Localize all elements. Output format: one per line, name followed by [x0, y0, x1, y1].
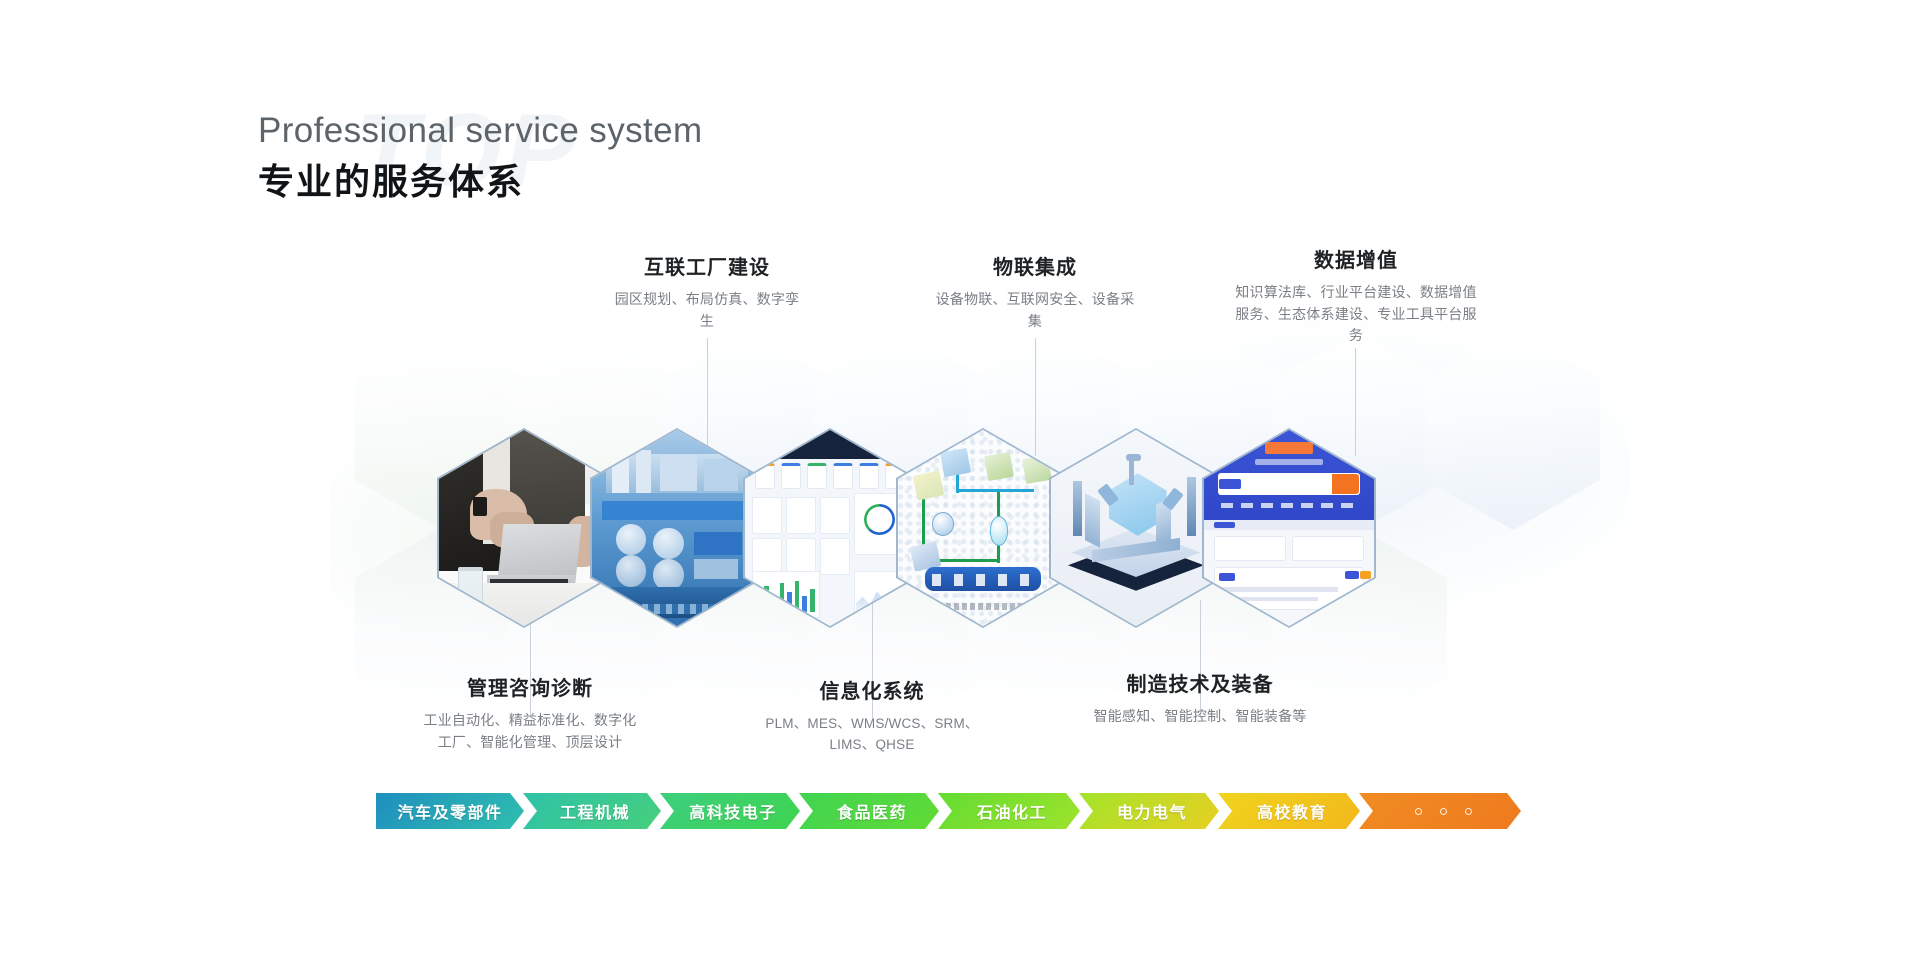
ribbon-segment-more[interactable]	[1359, 793, 1521, 829]
label-top-3-title: 数据增值	[1314, 250, 1398, 272]
ribbon-segment-5-label: 石油化工	[976, 805, 1047, 822]
hexagon-knowledge-base-portal[interactable]	[1204, 430, 1374, 626]
label-bottom-3: 制造技术及装备 智能感知、智能控制、智能装备等	[1075, 672, 1325, 729]
decor-hexagon-top-8	[1426, 330, 1600, 530]
page-title: 专业的服务体系	[258, 160, 525, 202]
ribbon-segment-4-label: 食品医药	[836, 805, 907, 822]
ribbon-segment-7-label: 高校教育	[1256, 805, 1327, 822]
connector-bottom-1	[530, 600, 531, 718]
label-bottom-3-title: 制造技术及装备	[1126, 674, 1274, 696]
title-english: Professional service system	[258, 111, 703, 150]
label-top-1: 互联工厂建设 园区规划、布局仿真、数字孪生	[582, 255, 832, 333]
label-bottom-3-desc: 智能感知、智能控制、智能装备等	[1093, 710, 1307, 725]
ribbon-segment-6[interactable]: 电力电气	[1079, 793, 1219, 829]
ribbon-segment-1-label: 汽车及零部件	[397, 805, 503, 822]
label-top-2: 物联集成 设备物联、互联网安全、设备采集	[910, 255, 1160, 333]
connector-top-3	[1355, 348, 1356, 456]
label-bottom-1: 管理咨询诊断 工业自动化、精益标准化、数字化工厂、智能化管理、顶层设计	[405, 676, 655, 754]
hexagon-iot-flow-diagram[interactable]	[898, 430, 1068, 626]
label-top-3: 数据增值 知识算法库、行业平台建设、数据增值服务、生态体系建设、专业工具平台服务	[1225, 248, 1487, 348]
industry-ribbon: 汽车及零部件 工程机械 高科技电子 食品医药 石油化工 电力电气 高校教育	[376, 793, 1520, 829]
ellipsis-icon	[1415, 808, 1472, 815]
dashboard-kpi-grid	[751, 496, 851, 576]
connector-top-2	[1035, 338, 1036, 456]
dashboard-chip-row	[755, 463, 905, 489]
connector-bottom-2	[872, 600, 873, 718]
page-header: Professional service system 专业的服务体系	[258, 111, 703, 204]
hexagon-smart-manufacturing-isometric[interactable]	[1051, 430, 1221, 626]
connector-bottom-3	[1200, 600, 1201, 718]
ribbon-segment-1[interactable]: 汽车及零部件	[376, 793, 524, 829]
label-bottom-2-title: 信息化系统	[819, 681, 925, 703]
hexagon-business-consulting-photo[interactable]	[439, 430, 609, 626]
label-top-1-desc: 园区规划、布局仿真、数字孪生	[614, 293, 800, 330]
ribbon-segment-3[interactable]: 高科技电子	[660, 793, 800, 829]
dashboard-donut-chart	[864, 504, 895, 536]
ribbon-segment-2-label: 工程机械	[559, 805, 630, 822]
ribbon-segment-6-label: 电力电气	[1116, 805, 1187, 822]
label-top-3-desc: 知识算法库、行业平台建设、数据增值服务、生态体系建设、专业工具平台服务	[1235, 286, 1477, 345]
label-bottom-2: 信息化系统 PLM、MES、WMS/WCS、SRM、LIMS、QHSE	[747, 679, 997, 756]
ribbon-segment-4[interactable]: 食品医药	[799, 793, 939, 829]
dashboard-bar-chart	[756, 579, 815, 613]
dashboard-topbar	[745, 430, 915, 460]
label-top-2-title: 物联集成	[993, 257, 1077, 279]
hexagon-mes-dashboard-screenshot[interactable]	[745, 430, 915, 626]
ribbon-segment-3-label: 高科技电子	[689, 805, 777, 822]
ribbon-segment-2[interactable]: 工程机械	[523, 793, 661, 829]
label-top-1-title: 互联工厂建设	[644, 257, 770, 279]
ribbon-segment-5[interactable]: 石油化工	[938, 793, 1080, 829]
label-bottom-1-desc: 工业自动化、精益标准化、数字化工厂、智能化管理、顶层设计	[423, 714, 637, 751]
hexagon-digital-factory-render[interactable]	[592, 430, 762, 626]
label-top-2-desc: 设备物联、互联网安全、设备采集	[935, 293, 1135, 330]
ribbon-segment-7[interactable]: 高校教育	[1218, 793, 1360, 829]
label-bottom-1-title: 管理咨询诊断	[467, 678, 593, 700]
label-bottom-2-desc: PLM、MES、WMS/WCS、SRM、LIMS、QHSE	[765, 716, 979, 752]
connector-top-1	[707, 338, 708, 456]
